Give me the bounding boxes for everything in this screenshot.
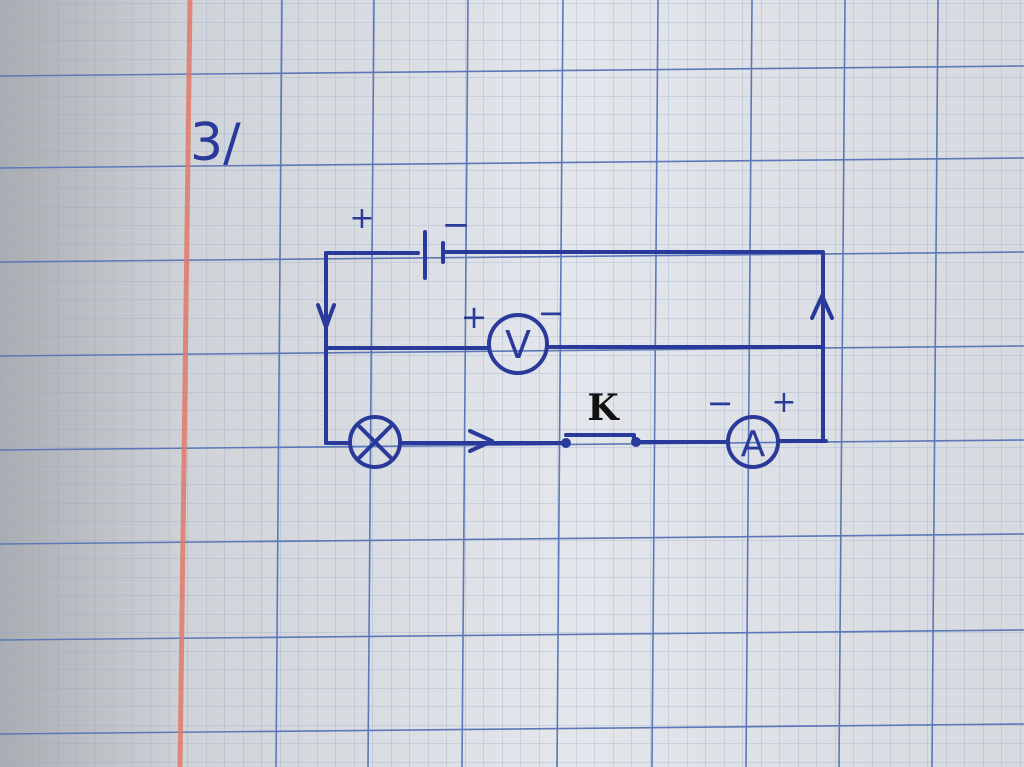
lamp: [348, 415, 402, 469]
major-grid-vertical-2: [367, 0, 375, 767]
margin-line: [177, 0, 193, 767]
major-grid-vertical-5: [651, 0, 659, 767]
circuit-diagram: V A + − + − − + K: [316, 201, 834, 469]
lamp-cross-b: [356, 423, 394, 461]
ammeter: A: [726, 415, 780, 469]
major-grid-horizontal-4: [0, 345, 1024, 357]
voltmeter-minus-sign: −: [538, 294, 565, 332]
voltmeter: V: [487, 313, 549, 375]
major-grid-vertical-8: [931, 0, 939, 767]
voltmeter-circle: [487, 313, 549, 375]
ammeter-plus-sign: +: [771, 385, 796, 420]
major-grid-horizontal-2: [0, 157, 1024, 169]
ammeter-circle: [726, 415, 780, 469]
voltmeter-symbol: V: [505, 323, 531, 367]
ammeter-minus-sign: −: [707, 384, 734, 422]
battery-minus-sign: −: [442, 205, 471, 245]
current-arrow-up: [810, 294, 834, 320]
major-grid-vertical-6: [745, 0, 753, 767]
voltmeter-plus-sign: +: [461, 298, 488, 336]
major-grid-horizontal-6: [0, 533, 1024, 545]
top-wire-right: [441, 250, 825, 442]
major-grid-horizontal-7: [0, 629, 1024, 641]
battery-plus-sign: +: [349, 201, 374, 236]
ammeter-symbol: A: [741, 424, 766, 465]
major-grid-vertical-4: [556, 0, 564, 767]
major-grid-horizontal-1: [0, 65, 1024, 77]
major-grid-vertical-7: [838, 0, 846, 767]
lamp-circle: [348, 415, 402, 469]
current-arrow-down: [316, 303, 336, 329]
exercise-number: 3/: [190, 113, 241, 173]
major-grid-vertical-1: [275, 0, 283, 767]
switch-contact-left: [561, 438, 571, 448]
current-arrow-right: [468, 429, 494, 453]
switch-label: K: [587, 387, 620, 429]
major-grid-horizontal-3: [0, 251, 1024, 263]
major-grid-horizontal-8: [0, 723, 1024, 735]
major-grid-vertical-3: [461, 0, 469, 767]
switch-lever: [564, 433, 636, 442]
